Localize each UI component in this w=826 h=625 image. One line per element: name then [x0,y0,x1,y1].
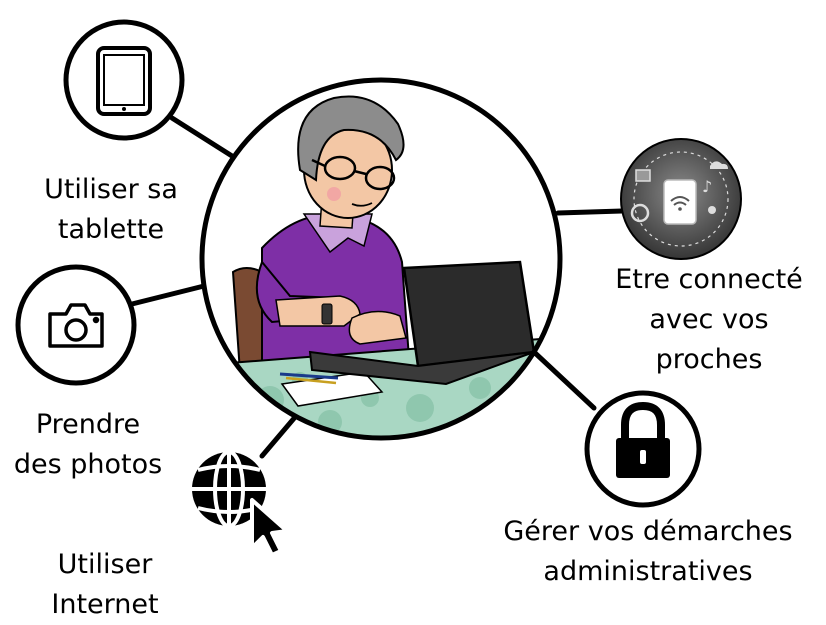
connector-internet [259,413,299,459]
tablet-node [63,19,185,141]
label-photos: Prendre des photos [8,405,168,485]
label-internet-line2: Internet [51,589,159,620]
camera-node [15,264,137,386]
label-admin-line2: administratives [543,556,753,587]
glasses [311,155,396,191]
watch [321,303,333,325]
padlock-icon [616,401,670,478]
globe-cursor-icon [192,450,289,557]
person-hand [348,310,407,345]
pen [279,372,339,380]
internet-node [192,450,289,557]
connector-admin [531,349,597,411]
label-photos-line2: des photos [13,449,163,480]
label-connected-line2: avec vos [649,304,769,335]
label-tablet-line2: tablette [57,214,165,245]
label-admin-line1: Gérer vos démarches [503,516,793,547]
connector-connected [555,208,625,216]
person-mouth [351,202,373,207]
tablet-icon [96,46,152,116]
pencil [285,376,337,385]
label-connected: Etre connecté avec vos proches [596,260,822,380]
laptop-base [308,350,535,386]
connector-camera [129,282,211,307]
label-internet-line1: Utiliser [57,549,153,580]
label-connected-line1: Etre connecté [615,264,803,295]
main-illustration [199,77,563,441]
label-internet: Utiliser Internet [30,545,180,625]
label-photos-line1: Prendre [35,409,141,440]
connected-devices-icon: ♪ [630,151,729,247]
camera-icon [48,303,104,348]
label-admin: Gérer vos démarches administratives [478,512,818,592]
laptop-screen [402,260,536,368]
person-cheek [327,187,341,201]
person-hair [297,95,405,182]
label-tablet-line1: Utiliser sa [44,174,178,205]
label-tablet: Utiliser sa tablette [26,170,196,250]
connector-tablet [169,115,235,159]
admin-node [584,390,702,508]
connector-lines [129,115,625,459]
connected-node: ♪ [620,138,742,260]
person-forearm [275,295,361,327]
svg-text:♪: ♪ [702,177,712,196]
label-connected-line3: proches [655,344,763,375]
